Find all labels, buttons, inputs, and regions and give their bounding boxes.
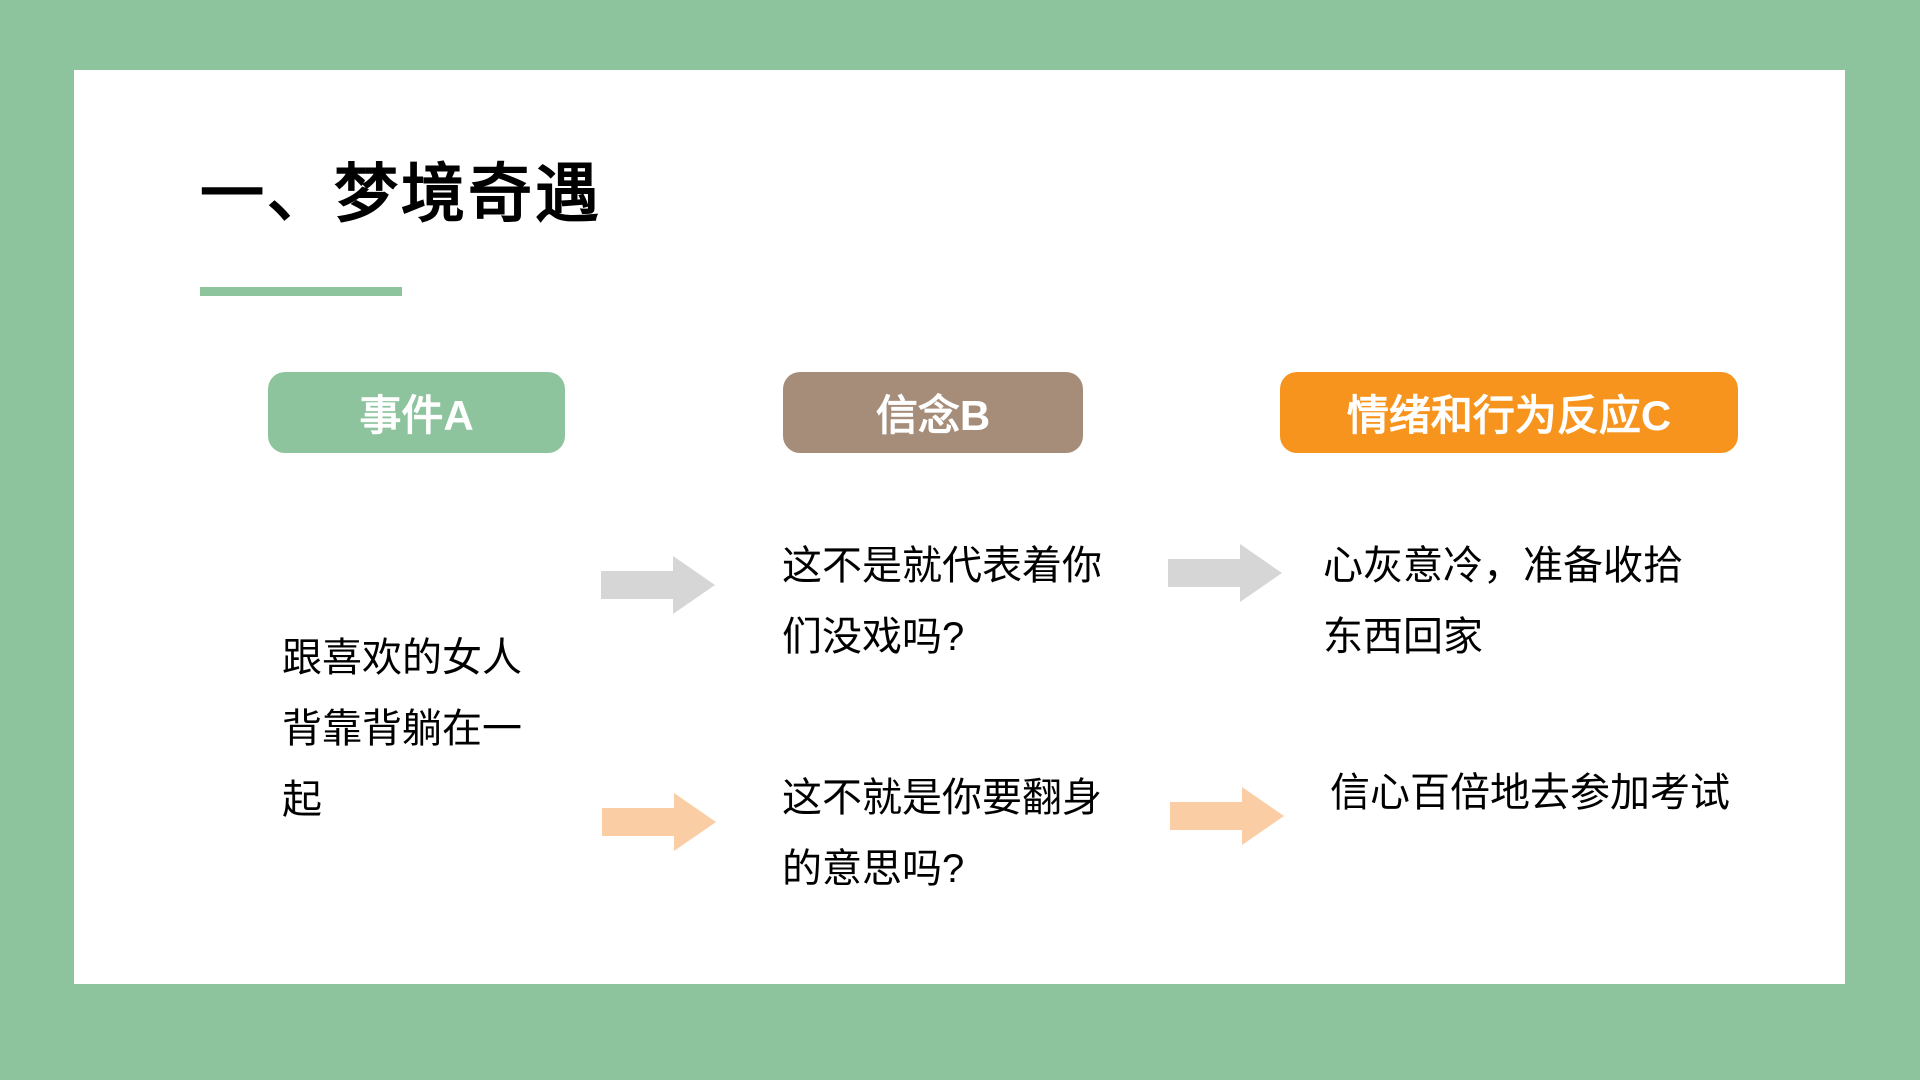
page-title: 一、梦境奇遇 — [200, 158, 602, 230]
consequence-negative-text: 心灰意冷，准备收拾东西回家 — [1323, 544, 1683, 659]
arrow-right-icon-positive-belief — [602, 793, 716, 851]
arrow-right-icon-negative-belief — [601, 556, 715, 614]
title-underline — [200, 287, 402, 296]
header-box-belief-b-label: 信念B — [875, 392, 991, 439]
header-box-belief-b: 信念B — [783, 372, 1083, 453]
header-box-event-a: 事件A — [268, 372, 565, 453]
arrow-right-icon-negative-consequence — [1168, 544, 1282, 602]
header-box-reaction-c-label: 情绪和行为反应C — [1346, 392, 1672, 439]
belief-positive-text: 这不就是你要翻身的意思吗? — [782, 776, 1102, 891]
header-box-event-a-label: 事件A — [359, 392, 474, 439]
arrow-right-icon-positive-consequence — [1170, 787, 1284, 845]
header-box-reaction-c: 情绪和行为反应C — [1280, 372, 1738, 453]
belief-negative-text: 这不是就代表着你们没戏吗? — [782, 544, 1102, 659]
consequence-positive-text: 信心百倍地去参加考试 — [1330, 771, 1730, 815]
slide-canvas: 一、梦境奇遇 事件A 信念B 情绪和行为反应C 跟喜欢的女人背靠背躺在一起 这不… — [74, 70, 1845, 984]
event-text: 跟喜欢的女人背靠背躺在一起 — [282, 636, 522, 822]
